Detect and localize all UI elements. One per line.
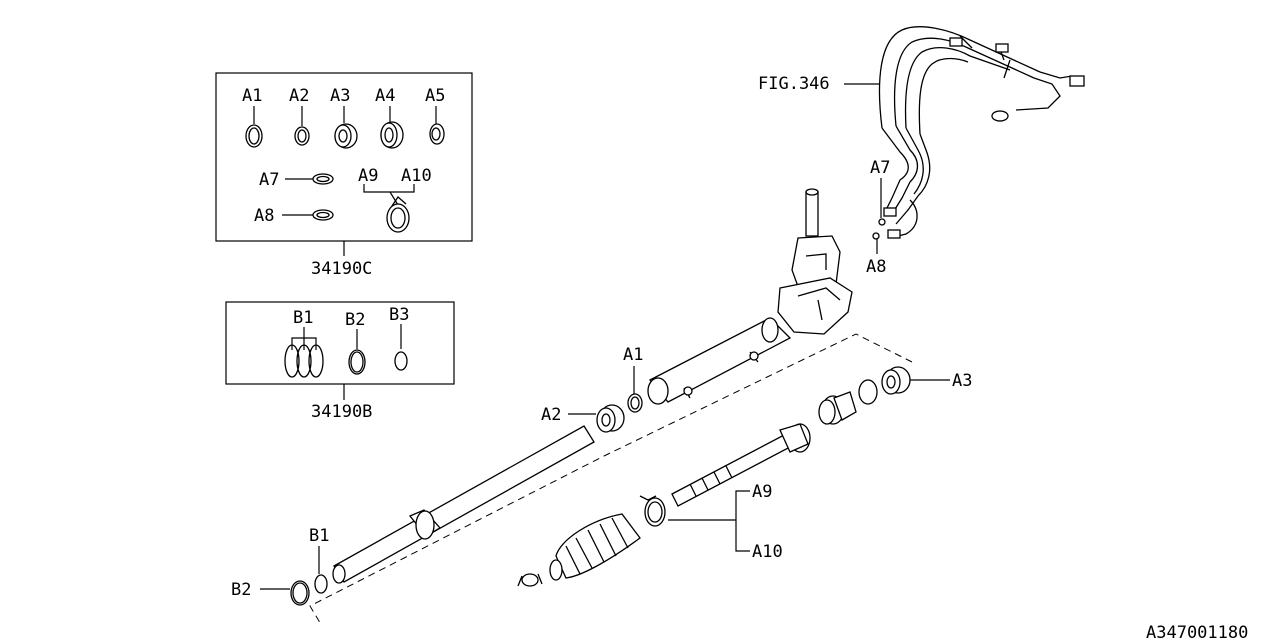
callout-a9: A9 [752, 482, 772, 502]
kit-ring-a1 [245, 124, 263, 148]
kit-leaders-a [253, 106, 437, 126]
kit-label-b1: B1 [293, 308, 313, 328]
kit-label-a5: A5 [425, 86, 445, 106]
kit-ring-a5 [429, 123, 445, 145]
kit-clamp-a9-a10 [386, 196, 410, 233]
kit-label-a7: A7 [259, 170, 279, 190]
tie-rod-assembly [671, 379, 878, 507]
diagram-id: A347001180 [1146, 623, 1248, 640]
rack-seal-a1 [627, 393, 643, 413]
callout-b2: B2 [231, 580, 251, 600]
kit-part-no-34190b: 34190B [311, 402, 372, 422]
kit-label-a8: A8 [254, 206, 274, 226]
gear-housing [647, 188, 853, 405]
pressure-hoses [872, 26, 1085, 240]
kit-ring-a2 [294, 126, 310, 146]
oring-b1 [314, 574, 328, 594]
callout-a3: A3 [952, 371, 972, 391]
kit-oring-a7 [312, 173, 334, 185]
small-clamp [517, 573, 543, 587]
callout-a8: A8 [866, 257, 886, 277]
kit-orings-b1 [284, 344, 324, 378]
kit-34190b: B1 B2 B3 34190B [225, 301, 455, 422]
kit-label-a1: A1 [242, 86, 262, 106]
rack-seal-a3 [881, 366, 911, 395]
kit-part-no-34190c: 34190C [311, 259, 372, 279]
callout-a10: A10 [752, 542, 783, 562]
assembly-group-outline [309, 333, 913, 627]
kit-oring-b3 [394, 351, 408, 371]
rack-seal-a2 [596, 404, 625, 433]
rack-boot [549, 513, 641, 581]
kit-34190b-box [225, 301, 455, 385]
kit-ring-a4 [380, 121, 404, 149]
kit-ring-b2 [348, 349, 366, 375]
boot-clamp [639, 495, 666, 527]
kit-label-b3: B3 [389, 305, 409, 325]
callout-a7: A7 [870, 158, 890, 178]
callout-b1: B1 [309, 526, 329, 546]
callout-a1: A1 [623, 345, 643, 365]
kit-label-a10: A10 [401, 166, 432, 186]
rack-bar [332, 425, 595, 584]
kit-label-a2: A2 [289, 86, 309, 106]
kit-label-b2: B2 [345, 310, 365, 330]
callout-a2: A2 [541, 405, 561, 425]
kit-label-a9: A9 [358, 166, 378, 186]
fig-346-reference: FIG.346 [758, 74, 830, 94]
kit-label-a3: A3 [330, 86, 350, 106]
kit-34190c: A1 A2 A3 A4 A5 [215, 72, 473, 279]
ring-b2 [290, 580, 310, 606]
kit-label-a4: A4 [375, 86, 395, 106]
kit-oring-a8 [312, 209, 334, 221]
kit-ring-a3 [334, 123, 358, 149]
